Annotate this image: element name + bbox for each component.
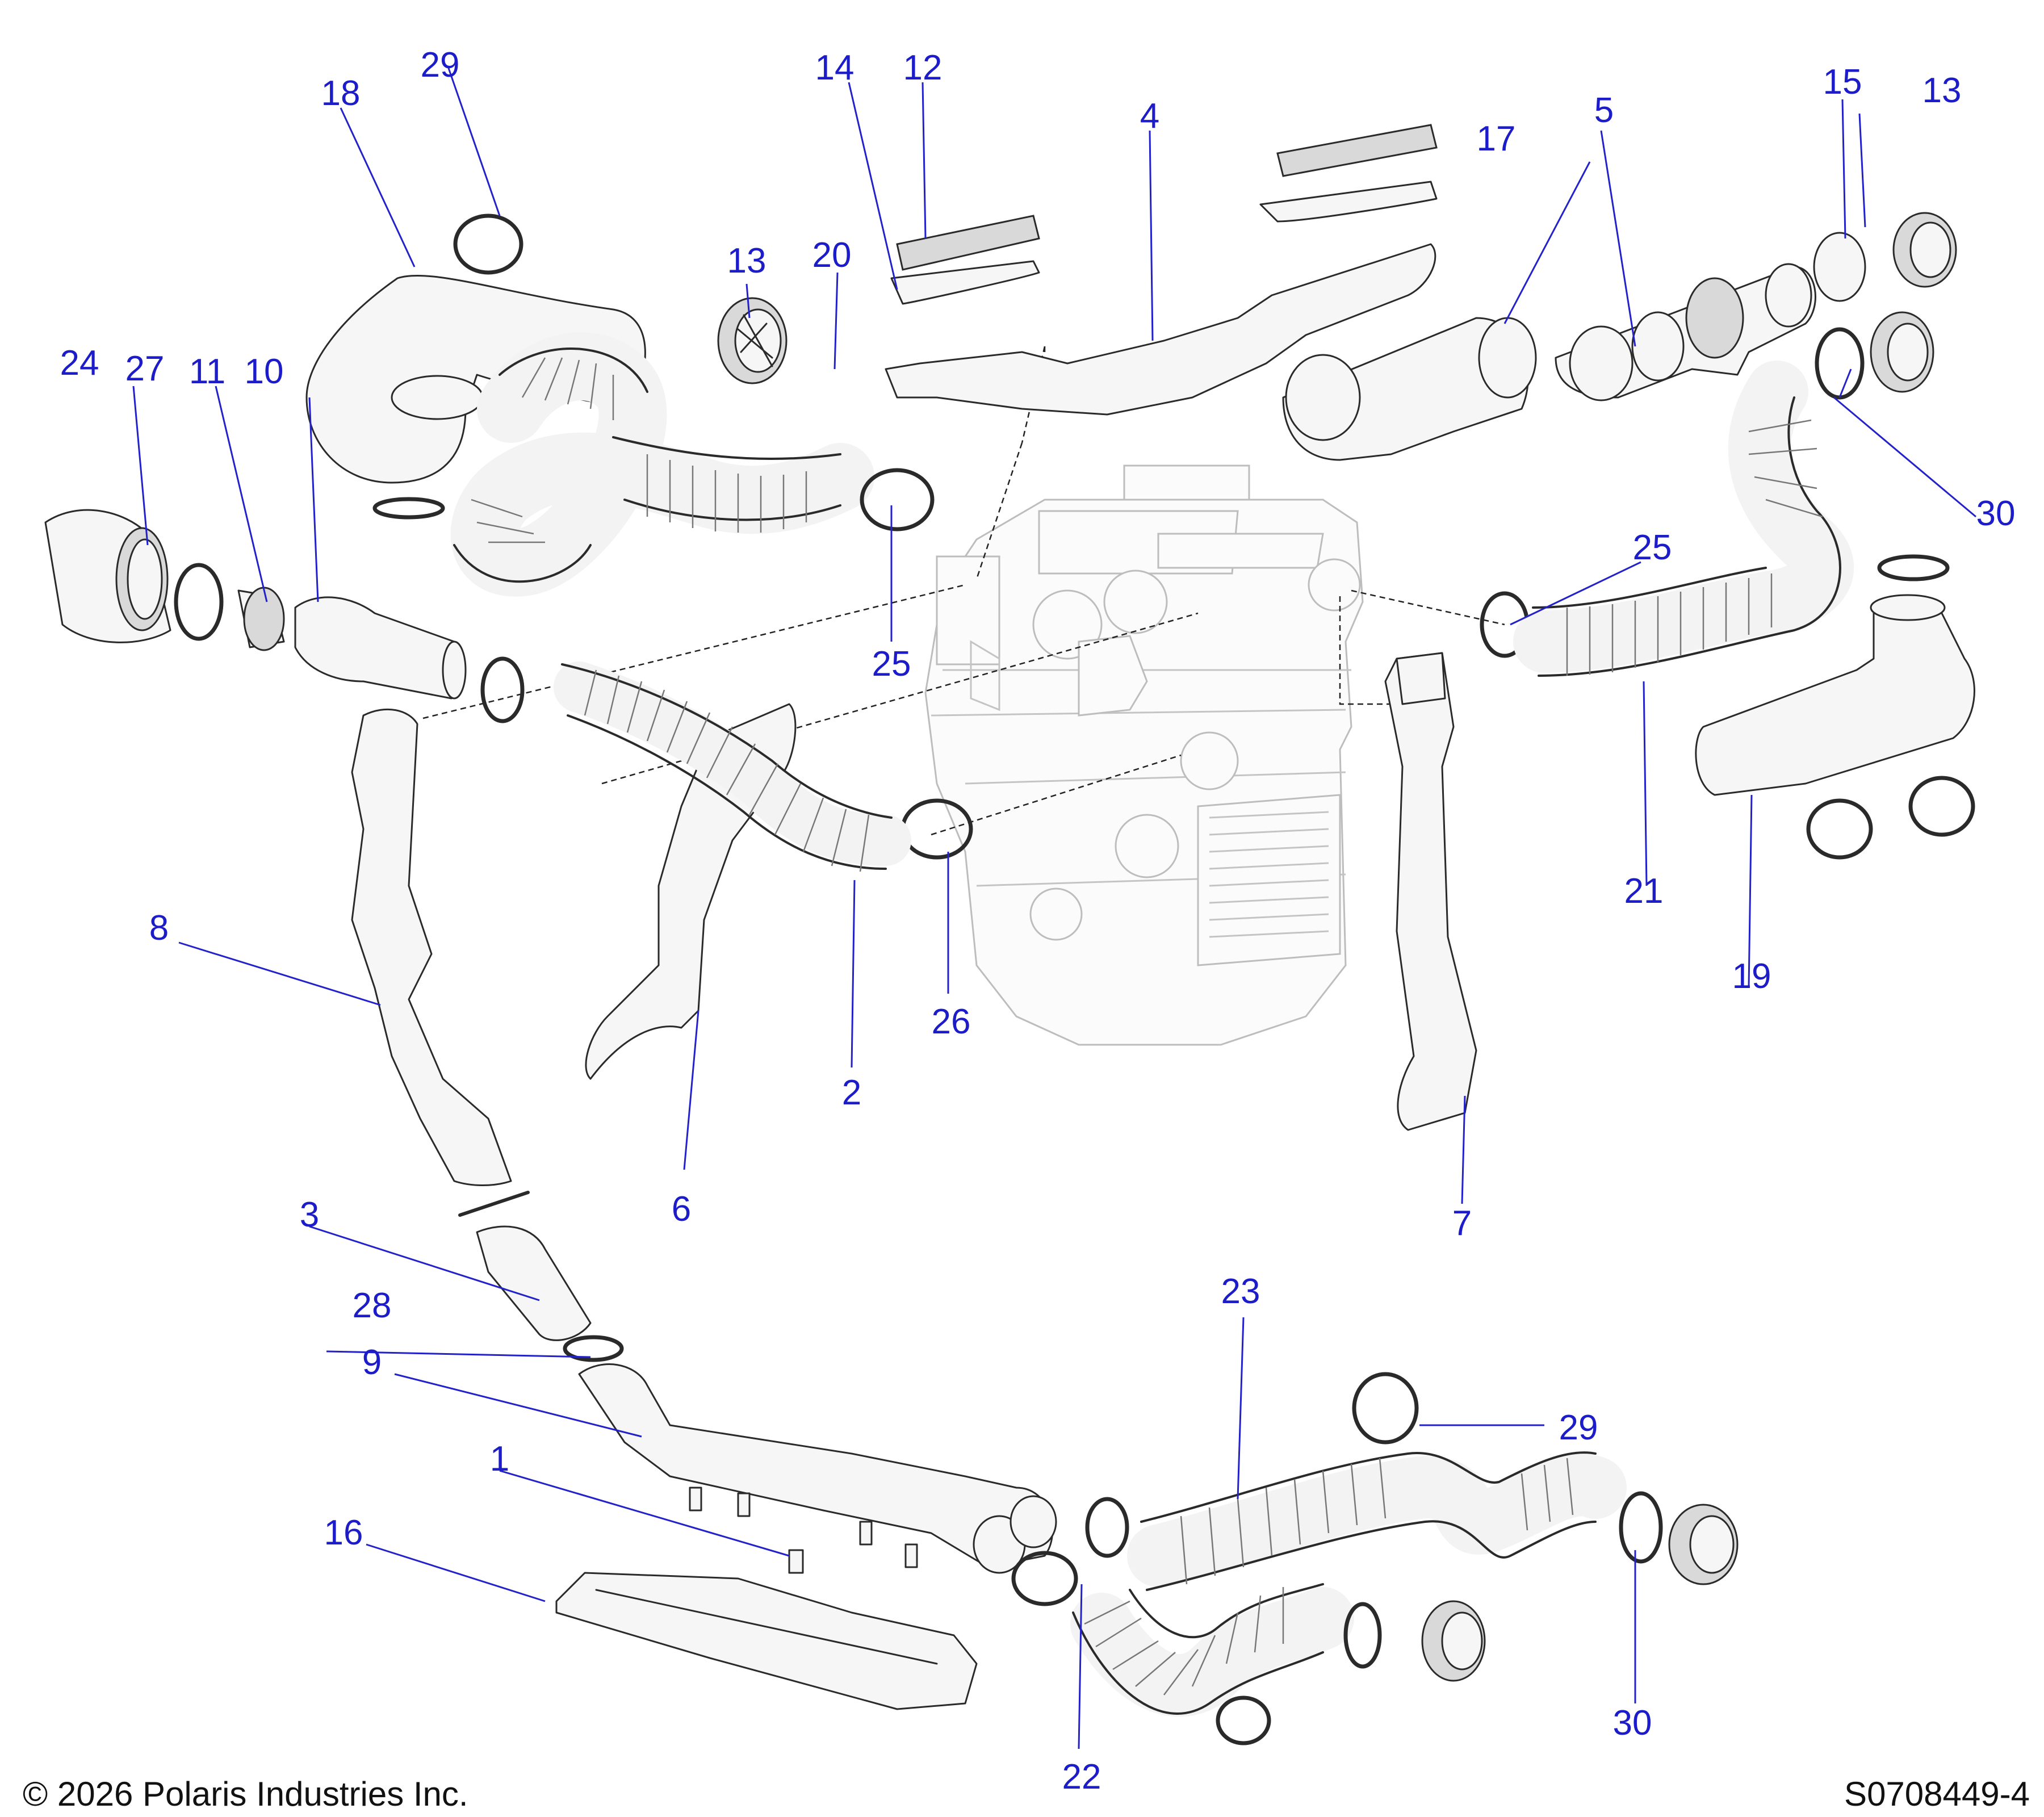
- callout-8: 8: [149, 909, 169, 948]
- callout-17: 17: [1477, 119, 1516, 158]
- callout-22: 22: [1062, 1757, 1101, 1797]
- callout-3: 3: [300, 1195, 319, 1234]
- corrugated-hose-23-outline: [1140, 1451, 1597, 1591]
- hose-clamp-29-upper: [453, 213, 523, 275]
- callout-12: 12: [903, 48, 943, 87]
- air-vent-lower-right: [1668, 1504, 1739, 1585]
- corrugated-hose-21: [1513, 361, 1854, 673]
- side-duct-7: [1384, 652, 1477, 1131]
- callout-19: 19: [1732, 957, 1771, 996]
- hose-clamp-small-right-c: [1908, 776, 1975, 837]
- air-vent-right-mid: [1870, 311, 1934, 393]
- callout-30b: 30: [1613, 1703, 1652, 1743]
- callout-20: 20: [812, 236, 852, 275]
- hose-clamp-23-end: [1085, 1497, 1129, 1558]
- duct-sleeve-17-port: [1285, 354, 1361, 441]
- callout-28: 28: [353, 1286, 392, 1325]
- corrugated-hose-21-outline: [1532, 396, 1841, 677]
- vent-grille-12: [896, 215, 1040, 271]
- floor-duct-9-outlet-b: [1010, 1495, 1057, 1548]
- hose-clamp-left-ring: [480, 656, 525, 723]
- callout-21: 21: [1624, 872, 1664, 911]
- corrugated-hose-20: [450, 332, 874, 597]
- callout-23: 23: [1221, 1272, 1260, 1311]
- corrugated-hose-22: [1070, 1587, 1354, 1717]
- callout-6: 6: [672, 1190, 691, 1229]
- callout-26: 26: [932, 1002, 971, 1041]
- callout-15: 15: [1823, 62, 1862, 102]
- hose-clamp-25-upper: [860, 468, 935, 531]
- duct-connector-3: [476, 1225, 592, 1341]
- corrugation-ribs-22: [1084, 1587, 1284, 1695]
- dash-duct-4: [885, 243, 1436, 416]
- corrugation-ribs-20: [471, 357, 807, 543]
- callout-1: 1: [490, 1439, 509, 1479]
- elbow-duct-18: [305, 274, 646, 484]
- callout-2: 2: [842, 1073, 861, 1112]
- callout-5: 5: [1594, 91, 1614, 130]
- corrugation-ribs-21: [1566, 419, 1823, 676]
- air-filter-24: [44, 509, 171, 643]
- hose-clamp-22-lower: [1216, 1695, 1271, 1745]
- callout-4: 4: [1140, 97, 1159, 136]
- copyright-notice: © 2026 Polaris Industries Inc.: [23, 1775, 468, 1813]
- callout-11: 11: [189, 352, 225, 391]
- adapter-11: [237, 587, 285, 651]
- elbow-duct-19-port: [1870, 594, 1946, 621]
- callout-25a: 25: [872, 644, 911, 684]
- floor-cover-16: [555, 1572, 978, 1710]
- hose-clamp-30-lower: [1619, 1491, 1663, 1564]
- callout-30a: 30: [1976, 494, 2016, 533]
- corrugated-hose-20-outline: [453, 348, 841, 583]
- callout-24: 24: [60, 344, 99, 383]
- clamp-27: [174, 563, 224, 641]
- air-vent-13-upper: [717, 297, 788, 384]
- corrugation-ribs-23: [1180, 1458, 1574, 1585]
- callout-25b: 25: [1633, 528, 1672, 567]
- callout-29b: 29: [1559, 1408, 1598, 1447]
- callout-9: 9: [362, 1343, 382, 1382]
- diagram-id: S0708449-4: [1844, 1775, 2030, 1813]
- callout-labels: 1 2 3 4 5 6 7 8 9 10 11 12 13 13 14 15 1…: [60, 45, 2016, 1797]
- trim-ring-15: [1813, 232, 1866, 302]
- leader-lines: [132, 68, 1976, 1749]
- callout-18: 18: [321, 74, 361, 113]
- elbow-duct-18-port: [391, 375, 484, 420]
- clamp-28: [563, 1335, 624, 1362]
- hose-clamp-small-upper-left: [372, 497, 445, 520]
- corrugation-ribs-2: [584, 669, 870, 872]
- hvac-housing-ghost: [924, 464, 1364, 1046]
- callout-14: 14: [815, 48, 855, 87]
- push-pin-fasteners: [689, 1487, 918, 1574]
- callout-13b: 13: [1922, 71, 1962, 110]
- vent-gasket-14: [890, 260, 1040, 305]
- air-vent-lower-mid: [1421, 1600, 1486, 1682]
- callout-27: 27: [125, 349, 165, 388]
- inlet-tube-10: [294, 596, 467, 700]
- hose-clamp-22-end: [1343, 1602, 1382, 1669]
- callout-13a: 13: [727, 241, 767, 280]
- corrugated-hose-23: [1127, 1454, 1627, 1587]
- callout-7: 7: [1452, 1204, 1472, 1243]
- hose-clamp-small-right-b: [1806, 798, 1873, 860]
- callout-16: 16: [324, 1513, 363, 1552]
- callout-29a: 29: [421, 45, 460, 85]
- corrugated-hose-2: [554, 662, 911, 866]
- floor-duct-9: [578, 1363, 1054, 1568]
- gasket-strip: [458, 1191, 530, 1217]
- floor-duct-8: [351, 708, 512, 1186]
- hose-clamp-30-upper: [1815, 327, 1865, 400]
- hose-clamp-22-start: [1011, 1551, 1078, 1606]
- corrugated-hose-22-outline: [1072, 1583, 1324, 1715]
- hose-clamp-small-right-a: [1877, 554, 1950, 581]
- vent-grille-right: [1276, 124, 1438, 177]
- hose-clamp-29-lower: [1352, 1372, 1419, 1445]
- air-vent-13-right: [1892, 212, 1957, 288]
- callout-10: 10: [245, 352, 284, 391]
- vent-gasket-right: [1259, 181, 1438, 223]
